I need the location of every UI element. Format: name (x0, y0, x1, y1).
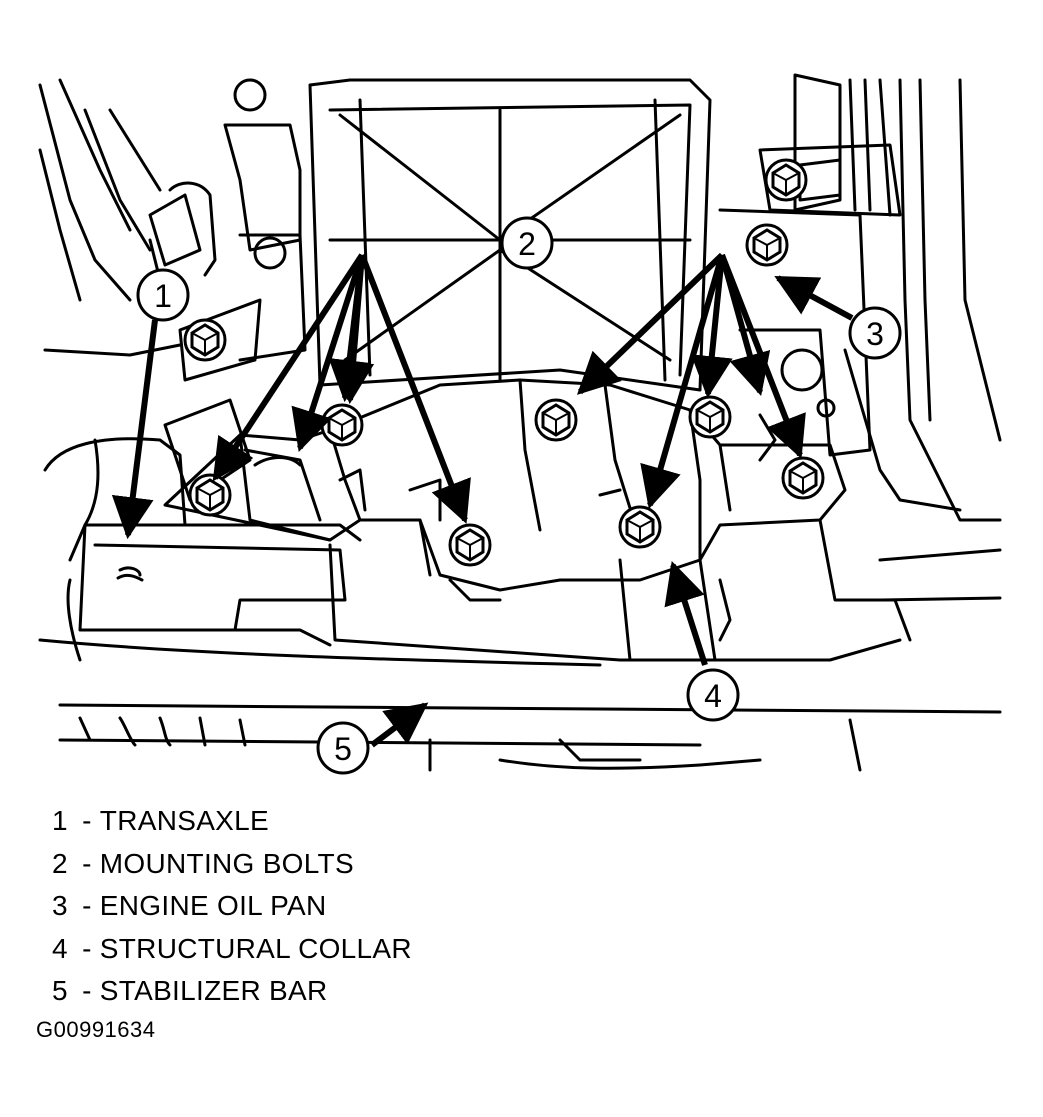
legend-item-mounting-bolts: 2 - MOUNTING BOLTS (52, 843, 412, 886)
transaxle-collar-illustration: 1 2 3 4 5 (38, 73, 1002, 775)
callout-3: 3 (866, 316, 884, 352)
callout-1: 1 (154, 278, 172, 314)
callout-2: 2 (518, 226, 536, 262)
legend-label: ENGINE OIL PAN (99, 890, 327, 921)
legend-label: STABILIZER BAR (99, 975, 328, 1006)
legend-label: TRANSAXLE (99, 805, 269, 836)
legend-item-stabilizer-bar: 5 - STABILIZER BAR (52, 970, 412, 1013)
legend-item-structural-collar: 4 - STRUCTURAL COLLAR (52, 928, 412, 971)
bolt-icon (183, 158, 825, 567)
legend-label: MOUNTING BOLTS (99, 847, 354, 879)
legend-label: STRUCTURAL COLLAR (99, 932, 412, 964)
legend-item-engine-oil-pan: 3 - ENGINE OIL PAN (52, 885, 412, 928)
legend-item-transaxle: 1 - TRANSAXLE (52, 800, 412, 843)
legend: 1 - TRANSAXLE 2 - MOUNTING BOLTS 3 - ENG… (52, 800, 412, 1013)
callout-5: 5 (334, 731, 352, 767)
figure-id: G00991634 (36, 1017, 156, 1042)
callout-4: 4 (704, 678, 722, 714)
